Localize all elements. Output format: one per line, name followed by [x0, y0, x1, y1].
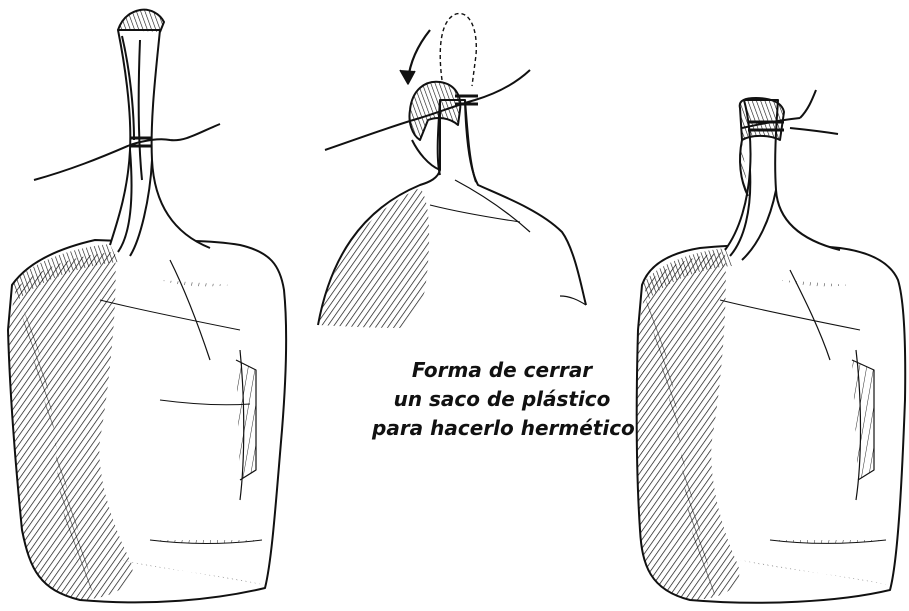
caption-line-3: para hacerlo hermético: [372, 414, 632, 443]
caption-line-1: Forma de cerrar: [372, 356, 632, 385]
caption-line-2: un saco de plástico: [372, 385, 632, 414]
left-bag: [8, 10, 286, 603]
left-bag-twist: [118, 10, 164, 32]
middle-detail: [318, 13, 586, 328]
middle-dashed-loop: [440, 13, 476, 86]
left-bag-tie: [34, 124, 220, 180]
right-bag-fold: [740, 98, 784, 140]
caption: Forma de cerrar un saco de plástico para…: [372, 356, 632, 443]
right-bag: [637, 90, 906, 603]
middle-bag-shade: [318, 188, 429, 328]
